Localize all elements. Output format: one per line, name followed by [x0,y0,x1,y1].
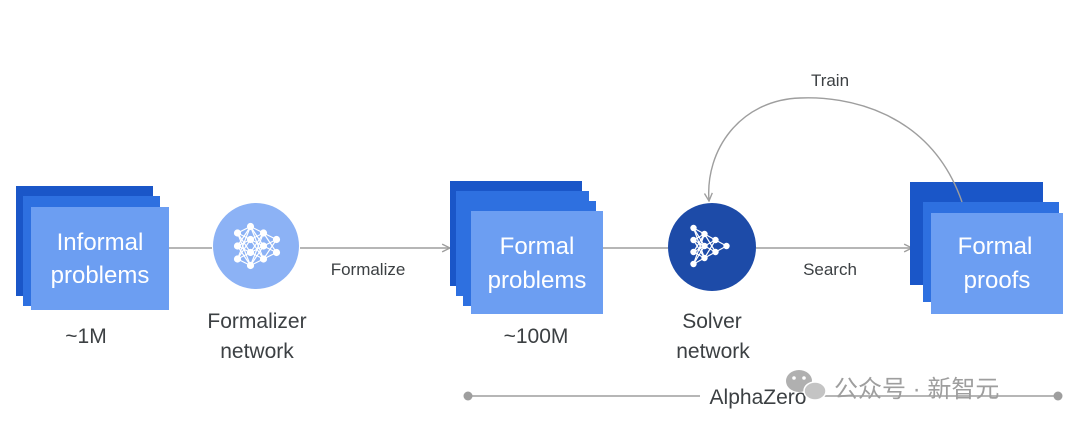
network-link [703,239,717,259]
network-link [236,226,252,260]
card-front [931,213,1063,314]
alphazero-span: AlphaZero [463,382,1063,410]
network-link [250,245,264,266]
network-node [690,236,697,244]
network-node [233,255,242,263]
network-link [692,233,706,265]
network-node [246,222,255,231]
watermark: 公众号 · 新智元 [786,370,999,403]
network-node [272,248,281,257]
network-node [690,248,697,256]
network-node [690,260,697,268]
informal-problems-stack: Informal problems [16,186,169,310]
network-node [690,224,697,232]
wechat-icon [786,370,827,401]
solver-label-line1: Solver [682,310,742,333]
informal-problems-count: ~1M [65,325,106,348]
formal-problems-label-line2: problems [488,267,587,294]
network-link [237,239,251,260]
formalizer-label-line2: network [220,340,294,363]
informal-problems-label-line2: problems [51,262,150,289]
network-link [237,226,251,247]
network-node [246,261,255,270]
formal-proofs-label-line2: proofs [964,267,1031,294]
span-right-endpoint [1053,391,1063,401]
neural-network-play-icon [690,224,730,268]
alphazero-label: AlphaZero [710,386,807,409]
formal-problems-label-line1: Formal [500,233,575,260]
network-node [233,229,242,237]
train-edge-label: Train [811,71,849,90]
informal-problems-label-line1: Informal [57,229,144,256]
solver-label-line2: network [676,340,750,363]
span-left-endpoint [463,391,473,401]
network-node [701,242,708,250]
network-link [263,239,277,260]
network-node [272,235,281,244]
formalizer-circle [213,203,299,289]
formalizer-label-line1: Formalizer [207,310,306,333]
formal-problems-count: ~100M [504,325,569,348]
network-node [259,242,268,250]
card-front [31,207,169,310]
network-link [249,232,265,266]
formalize-edge-label: Formalize [331,260,406,279]
card-front [471,211,603,314]
formalizer-network-node [213,203,299,289]
neural-network-icon [233,222,281,270]
network-node [712,236,719,244]
solver-network-node [668,203,756,291]
search-edge-label: Search [803,260,857,279]
network-link [250,232,264,253]
network-node [246,235,255,244]
formal-problems-stack: Formal problems [450,181,603,314]
network-node [233,242,242,250]
network-node [723,242,730,250]
network-node [259,255,268,263]
formal-proofs-stack: Formal proofs [910,182,1063,314]
network-node [259,229,268,237]
network-node [246,248,255,257]
network-node [701,254,708,262]
network-node [712,248,719,256]
formal-proofs-label-line1: Formal [958,233,1033,260]
network-link [692,233,706,253]
watermark-text: 公众号 · 新智元 [834,376,999,403]
network-link [692,245,706,265]
edge-train [709,97,963,202]
network-node [701,230,708,238]
